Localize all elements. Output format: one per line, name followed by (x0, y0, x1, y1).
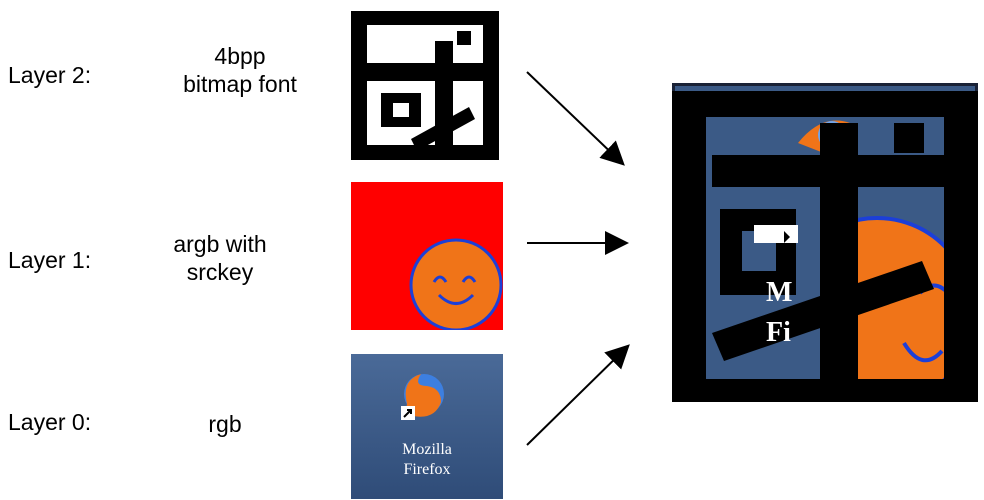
layer-2-desc-line2: bitmap font (183, 71, 297, 97)
layer-2-description: 4bpp bitmap font (155, 42, 325, 98)
icon-caption: Mozilla Firefox (351, 440, 503, 480)
layer-1-label: Layer 1: (8, 247, 92, 273)
icon-caption-line1: Mozilla (402, 441, 452, 458)
layer-0-desc-line1: rgb (208, 411, 242, 437)
layer-1-description: argb with srckey (135, 230, 305, 286)
arrow-layer-0 (526, 344, 630, 446)
layer-2-desc-line1: 4bpp (214, 43, 266, 69)
composite-fragment-line2: Fi (766, 317, 791, 348)
layer-1-desc-line2: srckey (186, 259, 254, 285)
font-glyph-tile (351, 11, 499, 160)
layer-1-desc-line1: argb with (173, 231, 267, 257)
composite-fragment-line1: M (766, 277, 793, 308)
composite-output: M Fi (672, 83, 978, 402)
layer-0-label: Layer 0: (8, 409, 92, 435)
composite-fragment-text: M Fi (766, 273, 792, 353)
smiley-tile (351, 182, 503, 330)
arrow-layer-2 (526, 71, 625, 166)
icon-caption-line2: Firefox (403, 461, 451, 478)
layer-2-label: Layer 2: (8, 62, 92, 88)
desktop-icon-tile: Mozilla Firefox (351, 354, 503, 499)
layer-0-description: rgb (140, 410, 310, 438)
